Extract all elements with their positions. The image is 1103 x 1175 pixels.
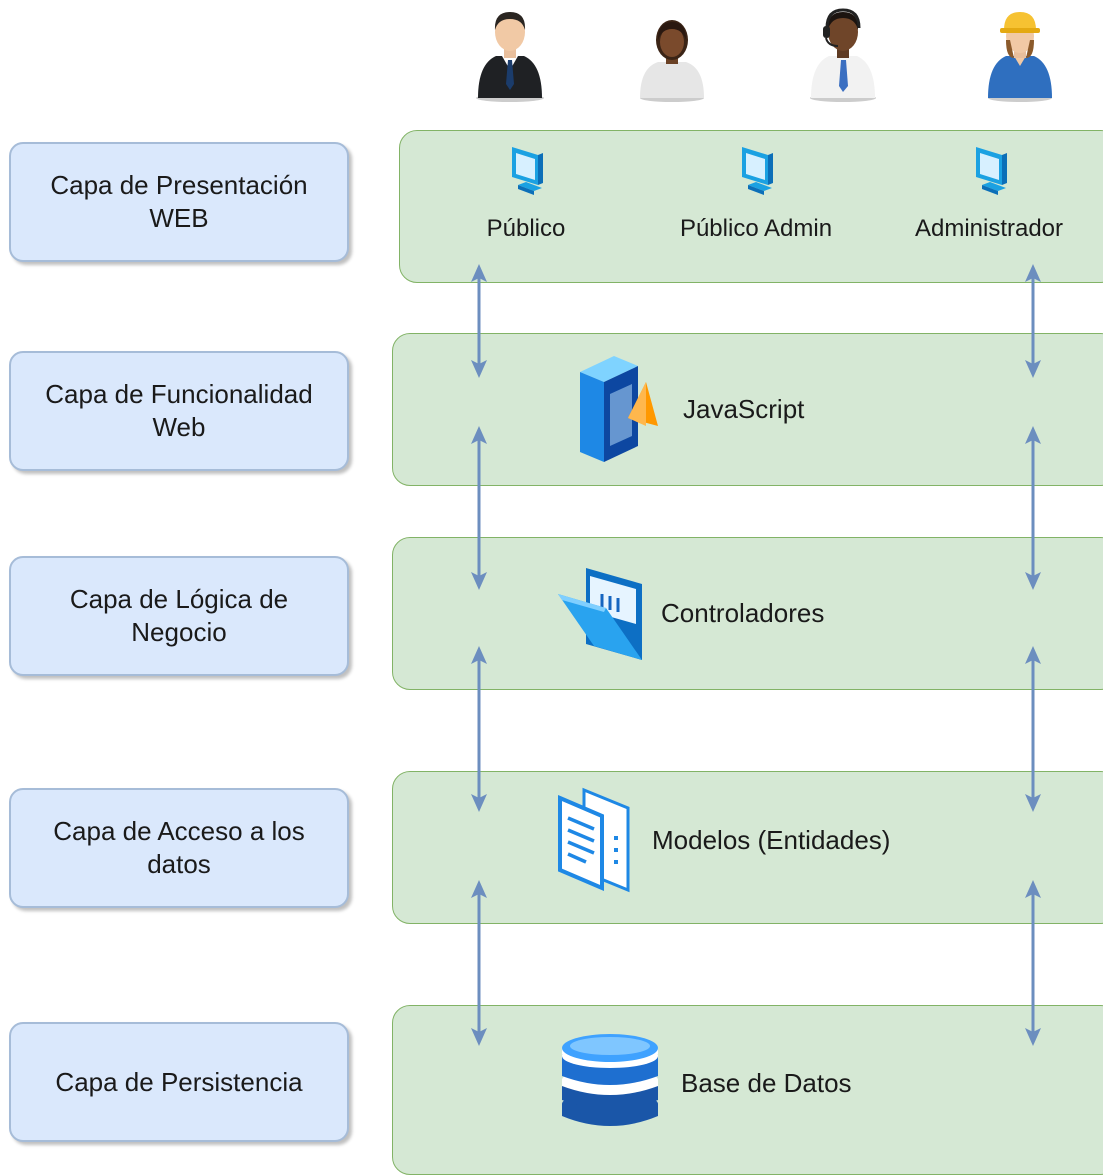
monitor-icon [976, 147, 1007, 195]
component-label-javascript: JavaScript [683, 394, 805, 424]
layer-label-logica: Capa de Lógica de Negocio [9, 556, 349, 676]
client-label-administrador: Administrador [914, 215, 1064, 242]
documents-icon [558, 787, 630, 893]
functionality-layer-box [392, 333, 1103, 486]
support-agent-icon [810, 8, 876, 102]
businessman-icon [476, 12, 544, 102]
layer-label-acceso-datos: Capa de Acceso a los datos [9, 788, 349, 908]
server-icon [580, 356, 658, 462]
component-label-modelos: Modelos (Entidades) [652, 825, 891, 855]
client-label-publico-admin: Público Admin [679, 215, 833, 242]
data-access-layer-box [392, 771, 1103, 924]
persistence-layer-box [392, 1005, 1103, 1175]
folder-icon [558, 568, 642, 660]
logic-layer-box [392, 537, 1103, 690]
monitor-icon [512, 147, 543, 195]
worker-icon [988, 12, 1052, 102]
component-label-controladores: Controladores [661, 598, 825, 628]
monitor-icon [742, 147, 773, 195]
layer-label-funcionalidad: Capa de Funcionalidad Web [9, 351, 349, 471]
layer-label-presentacion: Capa de Presentación WEB [9, 142, 349, 262]
layer-label-persistencia: Capa de Persistencia [9, 1022, 349, 1142]
database-icon [562, 1034, 658, 1126]
client-label-publico: Público [486, 215, 566, 242]
component-label-base-datos: Base de Datos [681, 1068, 852, 1098]
businesswoman-icon [640, 20, 704, 102]
